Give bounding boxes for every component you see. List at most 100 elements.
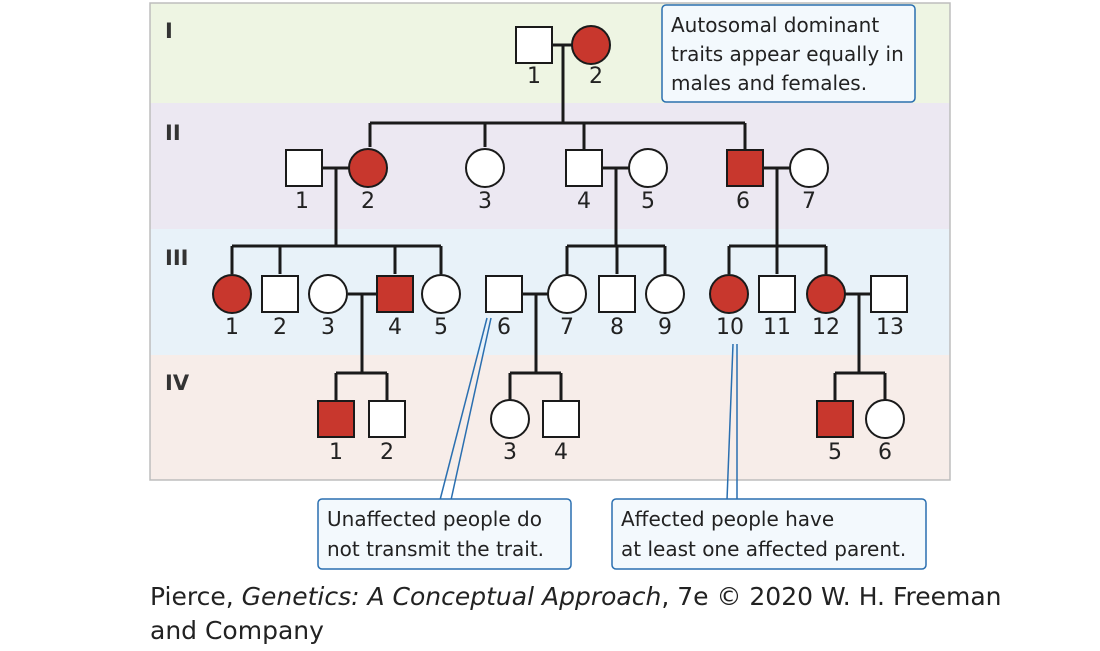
unaffected-male-symbol xyxy=(870,275,908,313)
unaffected-female-symbol xyxy=(490,399,530,439)
individual-ii-4: 4 xyxy=(565,149,603,214)
callout-unaffected-line-2: not transmit the trait. xyxy=(327,537,544,561)
individual-ii-2: 2 xyxy=(348,148,388,214)
citation-book-title: Genetics: A Conceptual Approach xyxy=(241,582,662,611)
individual-iv-6: 6 xyxy=(865,399,905,465)
individual-number-label: 4 xyxy=(388,315,402,340)
unaffected-female-symbol xyxy=(308,274,348,314)
individual-number-label: 9 xyxy=(658,315,672,340)
leader-line-affected-a xyxy=(726,343,734,501)
individual-number-label: 1 xyxy=(527,64,541,89)
callout-affected-line-2: at least one affected parent. xyxy=(621,537,906,561)
individual-number-label: 12 xyxy=(812,315,840,340)
individual-ii-7: 7 xyxy=(789,148,829,214)
individual-number-label: 2 xyxy=(380,440,394,465)
leader-line-unaffected-a xyxy=(439,317,488,501)
affected-female-symbol xyxy=(212,274,252,314)
individual-number-label: 2 xyxy=(589,64,603,89)
affected-male-symbol xyxy=(816,400,854,438)
individual-iii-5: 5 xyxy=(421,274,461,340)
individual-iv-2: 2 xyxy=(368,400,406,465)
affected-female-symbol xyxy=(709,274,749,314)
callout-leaders xyxy=(439,317,738,501)
unaffected-male-symbol xyxy=(598,275,636,313)
individual-number-label: 7 xyxy=(802,189,816,214)
callout-affected-line-1: Affected people have xyxy=(621,507,834,531)
callout-bottom-left: Unaffected people do not transmit the tr… xyxy=(317,498,572,570)
unaffected-female-symbol xyxy=(645,274,685,314)
unaffected-male-symbol xyxy=(542,400,580,438)
generation-label-i: I xyxy=(165,19,173,43)
individual-number-label: 2 xyxy=(361,189,375,214)
individual-number-label: 7 xyxy=(560,315,574,340)
individual-number-label: 13 xyxy=(876,315,904,340)
individual-number-label: 1 xyxy=(225,315,239,340)
individual-iv-3: 3 xyxy=(490,399,530,465)
individual-ii-6: 6 xyxy=(726,149,764,214)
callout-top-line-3: males and females. xyxy=(671,71,867,95)
unaffected-male-symbol xyxy=(565,149,603,187)
generation-label-iii: III xyxy=(165,246,188,270)
leader-line-unaffected-b xyxy=(450,317,492,501)
affected-female-symbol xyxy=(348,148,388,188)
callout-top-line-1: Autosomal dominant xyxy=(671,13,879,37)
individual-iv-4: 4 xyxy=(542,400,580,465)
callout-top-line-2: traits appear equally in xyxy=(671,42,904,66)
affected-female-symbol xyxy=(571,25,611,65)
individual-iii-10: 10 xyxy=(709,274,749,340)
callout-box-top xyxy=(661,4,916,103)
pedigree-chart: I II III IV xyxy=(149,2,951,570)
unaffected-female-symbol xyxy=(547,274,587,314)
individual-number-label: 5 xyxy=(434,315,448,340)
individual-iii-4: 4 xyxy=(376,275,414,340)
generation-labels: I II III IV xyxy=(165,19,190,395)
individual-ii-5: 5 xyxy=(628,148,668,214)
callout-top: Autosomal dominant traits appear equally… xyxy=(661,4,916,103)
individual-iii-2: 2 xyxy=(261,275,299,340)
unaffected-female-symbol xyxy=(421,274,461,314)
individual-number-label: 2 xyxy=(273,315,287,340)
affected-male-symbol xyxy=(726,149,764,187)
individual-number-label: 10 xyxy=(716,315,744,340)
individual-number-label: 3 xyxy=(321,315,335,340)
unaffected-male-symbol xyxy=(515,26,553,64)
individual-number-label: 5 xyxy=(828,440,842,465)
affected-male-symbol xyxy=(376,275,414,313)
figure-citation: Pierce, Genetics: A Conceptual Approach,… xyxy=(150,580,1050,648)
individual-iii-13: 13 xyxy=(870,275,908,340)
individual-ii-1: 1 xyxy=(285,149,323,214)
unaffected-male-symbol xyxy=(758,275,796,313)
generation-label-ii: II xyxy=(165,121,181,145)
individual-iii-6: 6 xyxy=(485,275,523,340)
affected-male-symbol xyxy=(317,400,355,438)
chart-frame xyxy=(149,2,951,481)
individual-iv-1: 1 xyxy=(317,400,355,465)
individual-number-label: 1 xyxy=(329,440,343,465)
individual-number-label: 4 xyxy=(577,189,591,214)
individual-ii-3: 3 xyxy=(465,148,505,214)
individual-number-label: 6 xyxy=(497,315,511,340)
unaffected-male-symbol xyxy=(261,275,299,313)
individual-number-label: 5 xyxy=(641,189,655,214)
callout-bottom-right: Affected people have at least one affect… xyxy=(611,498,927,570)
individual-iii-1: 1 xyxy=(212,274,252,340)
callout-box-affected xyxy=(611,498,927,570)
unaffected-male-symbol xyxy=(285,149,323,187)
unaffected-female-symbol xyxy=(465,148,505,188)
citation-publisher: , 7e © 2020 W. H. Freeman and Company xyxy=(150,582,1002,645)
affected-female-symbol xyxy=(806,274,846,314)
individual-number-label: 8 xyxy=(610,315,624,340)
callout-unaffected-line-1: Unaffected people do xyxy=(327,507,542,531)
individual-iii-3: 3 xyxy=(308,274,348,340)
individual-iii-12: 12 xyxy=(806,274,846,340)
pedigree-lines xyxy=(230,43,887,400)
unaffected-male-symbol xyxy=(485,275,523,313)
generation-label-iv: IV xyxy=(165,371,190,395)
individual-number-label: 3 xyxy=(503,440,517,465)
individual-number-label: 1 xyxy=(295,189,309,214)
unaffected-female-symbol xyxy=(865,399,905,439)
individual-i-2: 2 xyxy=(571,25,611,89)
callout-box-unaffected xyxy=(317,498,572,570)
individual-iii-11: 11 xyxy=(758,275,796,340)
